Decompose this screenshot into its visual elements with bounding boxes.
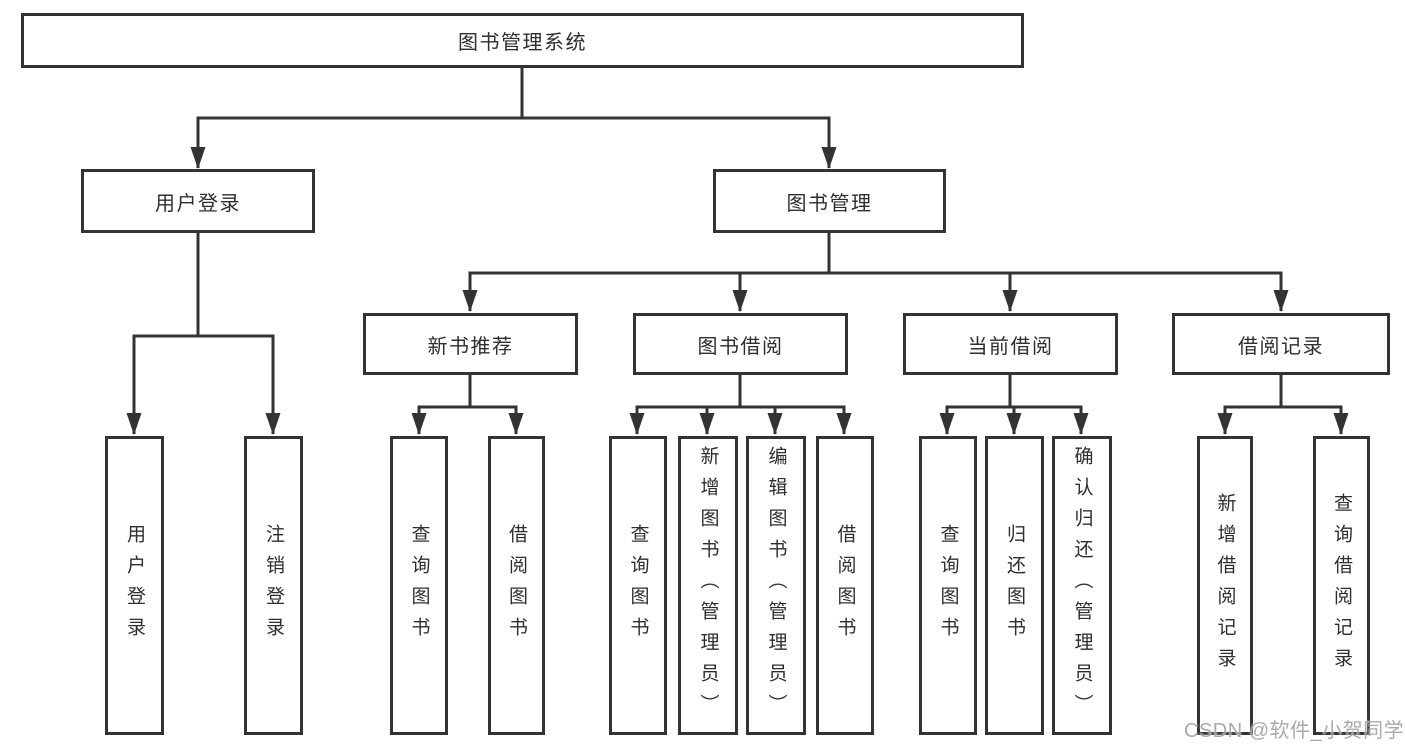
- watermark: CSDN @软件_小贺同学: [1184, 720, 1405, 742]
- leaf-user-login: 用户登录: [105, 436, 164, 735]
- leaf-add-book-admin: 新增图书（管理员）: [678, 436, 738, 735]
- node-borrow-records: 借阅记录: [1172, 313, 1390, 375]
- node-user-login: 用户登录: [81, 169, 315, 233]
- node-book-management: 图书管理: [713, 169, 946, 233]
- node-library-system: 图书管理系统: [21, 13, 1024, 68]
- leaf-logout: 注销登录: [244, 436, 303, 735]
- node-new-book-recommend: 新书推荐: [363, 313, 578, 375]
- node-current-borrow: 当前借阅: [903, 313, 1118, 375]
- leaf-query-books-2: 查询图书: [609, 436, 667, 735]
- leaf-return-book: 归还图书: [985, 436, 1044, 735]
- leaf-borrow-books-1: 借阅图书: [488, 436, 545, 735]
- leaf-add-borrow-record: 新增借阅记录: [1197, 436, 1253, 735]
- leaf-confirm-return-admin: 确认归还（管理员）: [1052, 436, 1112, 735]
- leaf-query-books-1: 查询图书: [390, 436, 448, 735]
- node-book-borrow: 图书借阅: [633, 313, 848, 375]
- leaf-borrow-books-2: 借阅图书: [816, 436, 874, 735]
- leaf-query-borrow-record: 查询借阅记录: [1313, 436, 1370, 735]
- leaf-edit-book-admin: 编辑图书（管理员）: [746, 436, 806, 735]
- leaf-query-books-3: 查询图书: [919, 436, 977, 735]
